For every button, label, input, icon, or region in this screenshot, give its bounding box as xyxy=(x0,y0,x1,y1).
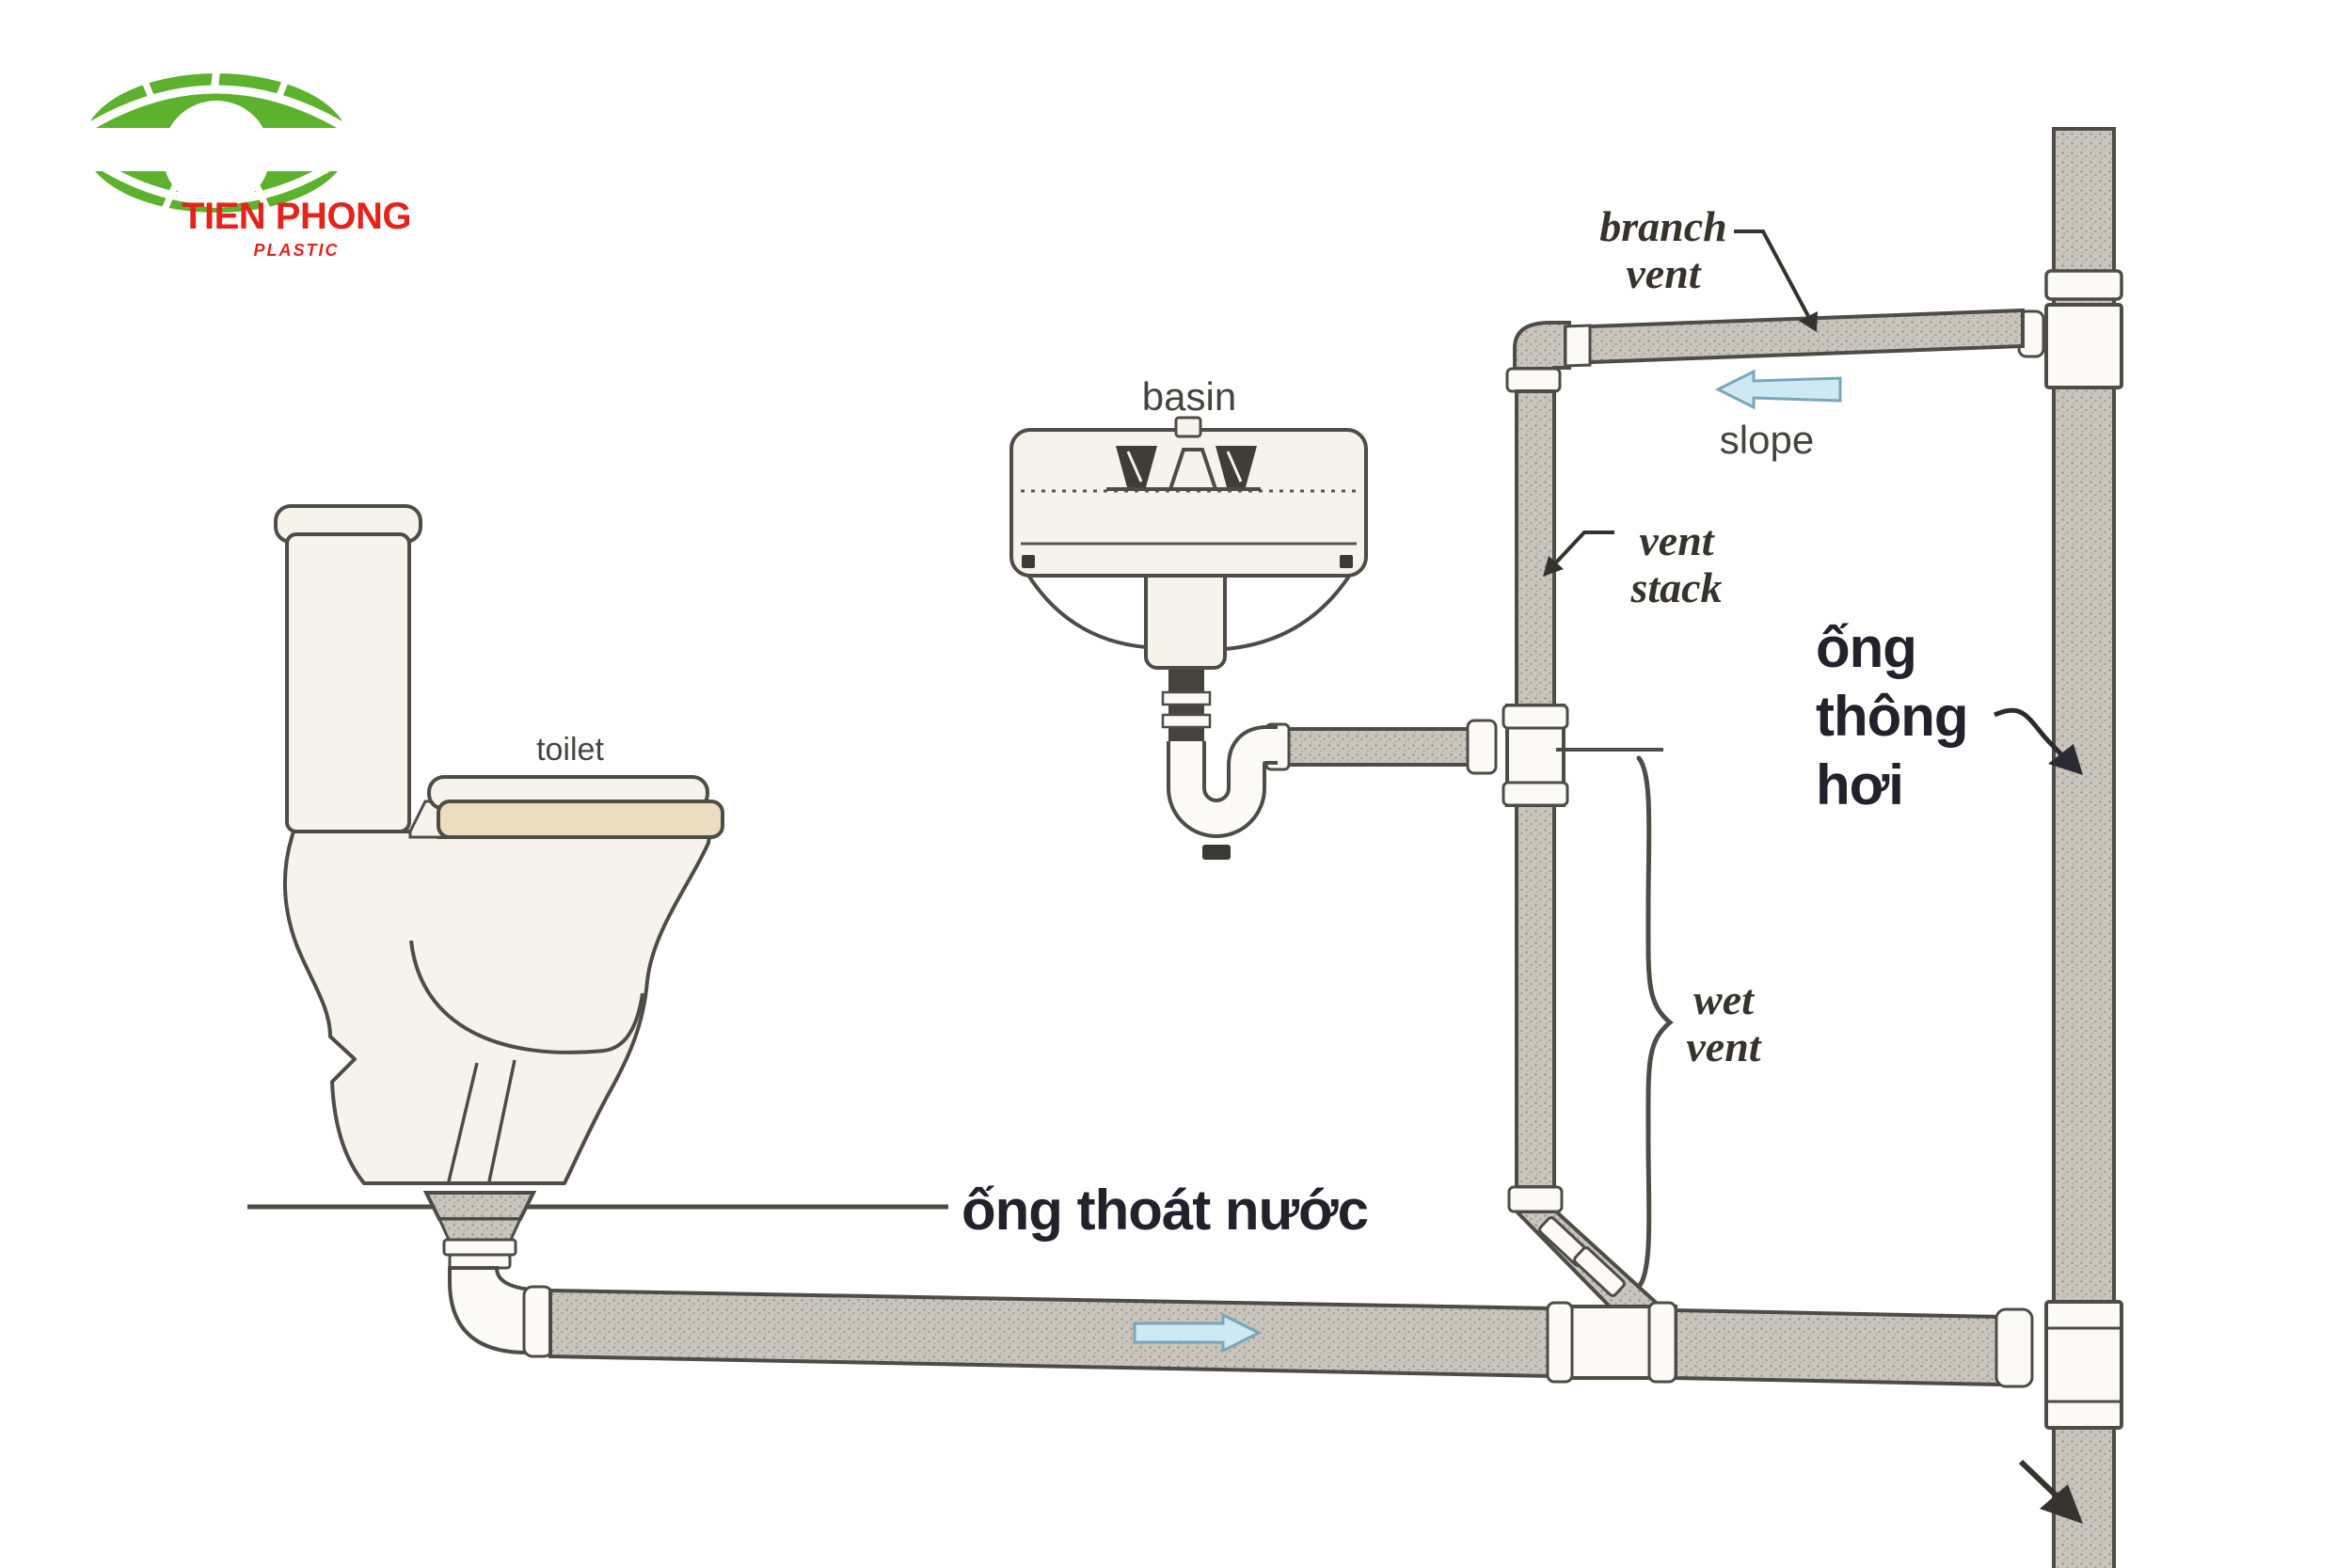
globe-icon xyxy=(80,67,353,213)
vent-stack-pipe xyxy=(1502,389,1569,1213)
main-stack-pipe xyxy=(1994,127,2123,1568)
wet-vent-brace xyxy=(1556,748,1674,1290)
label-toilet: toilet xyxy=(536,732,604,768)
label-drain-pipe-vietnamese: ống thoát nước xyxy=(961,1179,1369,1242)
vent-pipe-leader-arrow xyxy=(1994,707,2083,775)
stack-flow-arrow-icon xyxy=(2018,1459,2083,1524)
label-vent-pipe-vi-line2: thông xyxy=(1816,685,1969,748)
p-trap xyxy=(1161,668,1287,860)
label-wet-vent: wet vent xyxy=(1641,976,1806,1070)
label-branch-vent-line2: vent xyxy=(1626,249,1701,297)
branch-vent-leader-arrow xyxy=(1734,230,1818,332)
closet-flange-elbow xyxy=(422,1191,554,1358)
label-vent-pipe-vi-line1: ống xyxy=(1816,616,1917,679)
drain-pipe xyxy=(548,1288,2002,1387)
logo-title: TIEN PHONG xyxy=(182,196,411,237)
logo-subtitle: PLASTIC xyxy=(253,241,340,260)
label-vent-stack: vent stack xyxy=(1594,517,1759,611)
label-vent-pipe-vietnamese: ống thông hơi xyxy=(1816,613,2042,819)
basin-drain-arm xyxy=(1264,719,1498,775)
slope-arrow-icon xyxy=(1714,369,1842,410)
label-vent-stack-line1: vent xyxy=(1639,516,1714,564)
label-slope: slope xyxy=(1719,418,1815,462)
label-branch-vent: branch vent xyxy=(1581,203,1746,297)
label-basin: basin xyxy=(1141,374,1237,419)
label-wet-vent-line2: vent xyxy=(1686,1022,1761,1070)
tien-phong-logo: TIEN PHONG PLASTIC xyxy=(80,67,411,260)
label-vent-pipe-vi-line3: hơi xyxy=(1816,753,1904,816)
label-vent-stack-line2: stack xyxy=(1630,563,1723,611)
basin-fixture xyxy=(1009,416,1368,670)
branch-vent-pipe xyxy=(1505,308,2025,393)
toilet-fixture xyxy=(274,504,724,1185)
faucet xyxy=(1106,416,1261,491)
label-wet-vent-line1: wet xyxy=(1693,975,1754,1023)
vent-stack-leader-arrow xyxy=(1543,531,1614,577)
flow-arrow-icon xyxy=(1133,1312,1263,1354)
label-branch-vent-line1: branch xyxy=(1599,202,1727,250)
